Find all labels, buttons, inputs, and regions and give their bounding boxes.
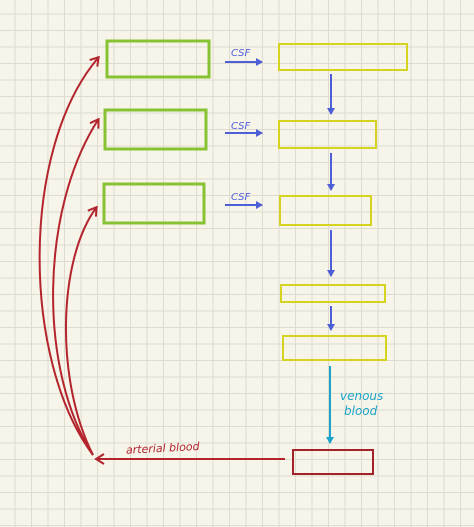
arterial-curve-3	[64, 205, 98, 456]
venous-label-line1: venous	[340, 389, 383, 403]
green-box-1	[105, 39, 211, 79]
green-box-2	[103, 108, 208, 151]
yellow-box-3	[279, 195, 372, 226]
csf-label-1: CSF	[231, 48, 251, 59]
arterial-label: arterial blood	[126, 440, 201, 457]
arterial-curve-2	[52, 117, 100, 456]
csf-label-2: CSF	[231, 121, 251, 132]
green-box-3	[102, 182, 206, 225]
yellow-box-5	[282, 335, 387, 361]
yellow-box-2	[278, 120, 377, 149]
csf-label-3: CSF	[231, 192, 251, 203]
yellow-box-1	[278, 43, 408, 71]
yellow-box-4	[280, 284, 386, 303]
venous-label-line2: blood	[344, 404, 378, 418]
red-box	[292, 449, 374, 475]
arterial-curve-1	[38, 55, 100, 456]
